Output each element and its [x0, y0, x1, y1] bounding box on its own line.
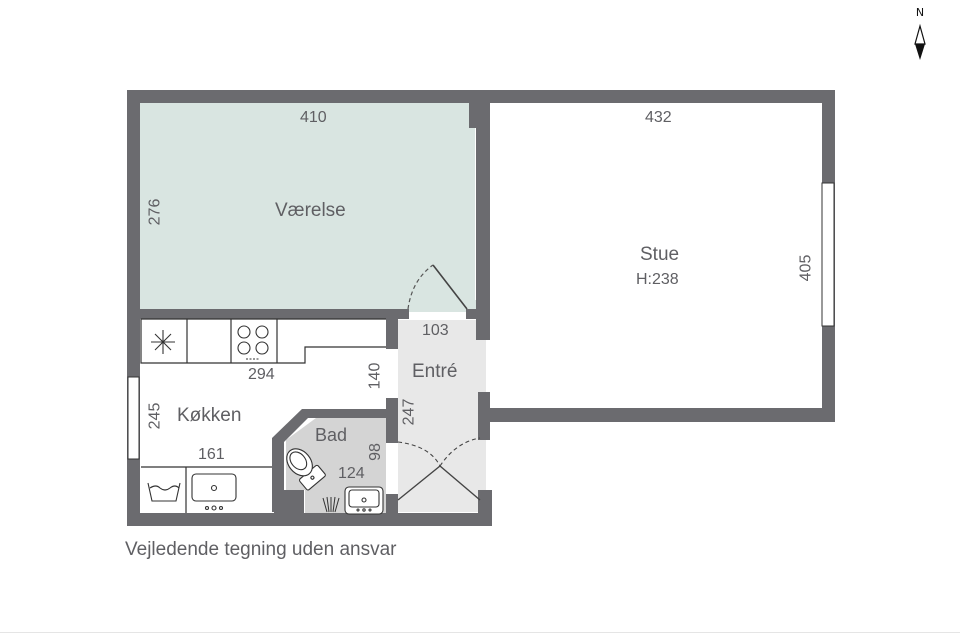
kitchen-counter-top: [140, 318, 386, 364]
stue-depth: 405: [797, 254, 815, 282]
freezer-snowflake-icon: [151, 330, 175, 354]
bad-name: Bad: [315, 425, 348, 445]
stue-ceiling-height: H:238: [636, 271, 679, 288]
kitchen-sink-icon: [191, 473, 237, 511]
stue-width: 432: [645, 109, 672, 126]
kokken-counter-length: 161: [198, 446, 225, 463]
bottom-divider: [0, 632, 960, 633]
vaerelse-door: [432, 264, 468, 310]
north-label: N: [915, 6, 925, 19]
north-arrow-icon: [914, 23, 926, 60]
walls: [127, 90, 835, 526]
vaerelse-width: 410: [300, 109, 327, 126]
bad-width: 124: [338, 465, 365, 482]
disclaimer-caption: Vejledende tegning uden ansvar: [125, 539, 397, 560]
kokken-width: 294: [248, 366, 275, 383]
shower-icon: [322, 496, 340, 513]
north-compass: N: [906, 6, 934, 62]
vaerelse-door-nook: [408, 300, 476, 312]
kokken-depth-inner: 140: [366, 362, 384, 390]
toilet-icon: [286, 448, 326, 491]
bad-depth: 98: [366, 443, 384, 461]
entre-depth: 247: [400, 398, 418, 426]
kokken-depth: 245: [146, 402, 164, 430]
entre-name: Entré: [412, 361, 458, 382]
entre-width: 103: [422, 322, 449, 339]
vaerelse-name: Værelse: [275, 200, 346, 221]
entre-floor: [398, 320, 486, 512]
kitchen-counter-bottom: [141, 466, 272, 513]
bathroom-sink-icon: [344, 486, 384, 515]
stove-icon: [237, 325, 269, 360]
entry-doors: [397, 437, 481, 501]
vaerelse-floor: [140, 103, 475, 309]
stue-floor: [490, 103, 822, 408]
stue-name: Stue: [640, 244, 680, 265]
washing-machine-icon: [147, 482, 181, 502]
kokken-name: Køkken: [177, 405, 242, 426]
vaerelse-depth: 276: [146, 198, 164, 226]
kitchen-window: [127, 376, 140, 460]
stue-window: [821, 182, 835, 327]
